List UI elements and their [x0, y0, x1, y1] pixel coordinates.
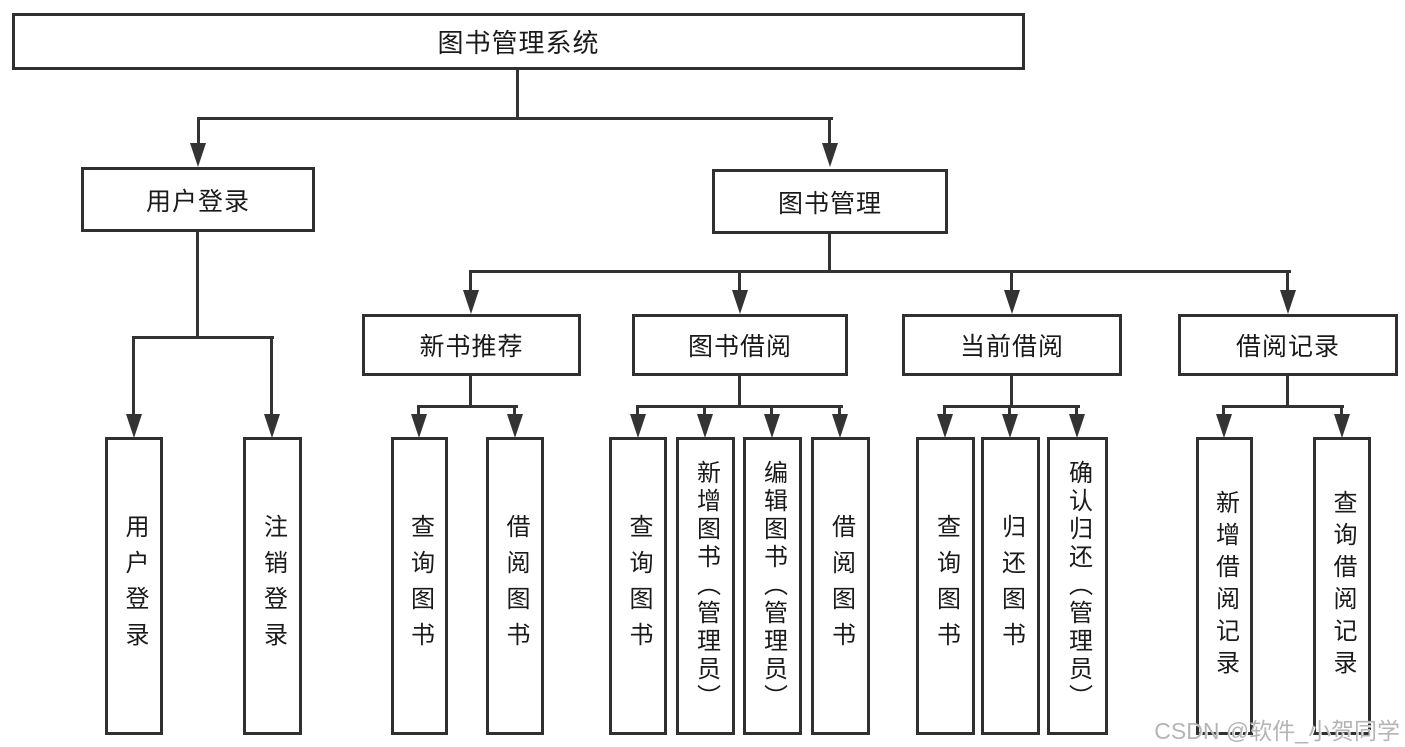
connector-line — [1222, 405, 1225, 418]
connector-line — [1222, 405, 1344, 408]
connector-line — [417, 405, 518, 408]
connector-line — [469, 270, 472, 295]
watermark: CSDN @软件_小贺同学 — [1154, 718, 1400, 744]
node-book-borrowing: 图书借阅 — [632, 314, 848, 376]
connector-line — [738, 375, 741, 408]
node-query-books-current-label: 查询图书 — [932, 514, 960, 658]
node-add-books-admin-label: 新增图书（管理员） — [692, 460, 720, 712]
connector-line — [1008, 405, 1011, 418]
connector-line — [1286, 375, 1289, 408]
node-user-login: 用户登录 — [81, 167, 315, 232]
connector-arrow — [1280, 290, 1296, 314]
node-query-books-recommend-label: 查询图书 — [406, 514, 434, 658]
connector-line — [469, 270, 1291, 273]
node-new-book-recommendation-label: 新书推荐 — [419, 333, 524, 361]
node-logout-action-label: 注销登录 — [259, 514, 287, 658]
connector-line — [703, 405, 706, 418]
node-add-books-admin: 新增图书（管理员） — [676, 437, 735, 735]
connector-arrow — [764, 414, 780, 438]
node-borrow-books-label: 借阅图书 — [827, 514, 855, 658]
node-borrow-books-recommend: 借阅图书 — [486, 437, 544, 735]
connector-line — [197, 117, 200, 147]
node-book-borrowing-label: 图书借阅 — [687, 333, 792, 361]
connector-arrow — [190, 143, 206, 167]
node-logout-action: 注销登录 — [243, 437, 302, 735]
node-new-book-recommendation: 新书推荐 — [362, 314, 581, 376]
node-book-management: 图书管理 — [712, 169, 948, 234]
connector-line — [417, 405, 420, 418]
node-add-borrow-record-label: 新增借阅记录 — [1211, 490, 1239, 682]
node-query-borrow-record: 查询借阅记录 — [1313, 437, 1371, 735]
connector-line — [636, 405, 843, 408]
connector-line — [516, 70, 519, 118]
node-borrow-books: 借阅图书 — [811, 437, 870, 735]
connector-arrow — [1069, 414, 1085, 438]
connector-arrow — [1002, 414, 1018, 438]
connector-arrow — [126, 414, 142, 438]
node-current-borrowing-label: 当前借阅 — [959, 333, 1064, 361]
connector-line — [1286, 270, 1289, 295]
connector-line — [943, 405, 946, 418]
connector-line — [270, 336, 273, 416]
connector-arrow — [463, 290, 479, 314]
connector-arrow — [630, 414, 646, 438]
node-borrowing-records: 借阅记录 — [1178, 314, 1398, 376]
connector-line — [770, 405, 773, 418]
node-query-borrow-record-label: 查询借阅记录 — [1329, 490, 1356, 682]
node-confirm-return-admin-label: 确认归还（管理员） — [1064, 460, 1092, 712]
connector-arrow — [822, 143, 838, 167]
node-edit-books-admin: 编辑图书（管理员） — [743, 437, 802, 735]
connector-line — [197, 117, 833, 120]
connector-line — [943, 405, 1080, 408]
connector-line — [1010, 270, 1013, 295]
connector-line — [132, 336, 274, 339]
node-query-books-current: 查询图书 — [916, 437, 975, 735]
node-edit-books-admin-label: 编辑图书（管理员） — [759, 460, 787, 712]
node-add-borrow-record: 新增借阅记录 — [1196, 437, 1253, 735]
connector-arrow — [411, 414, 427, 438]
connector-arrow — [1216, 414, 1232, 438]
node-query-books-borrow: 查询图书 — [609, 437, 667, 735]
node-library-system-label: 图书管理系统 — [437, 28, 600, 58]
node-query-books-borrow-label: 查询图书 — [625, 514, 652, 658]
connector-arrow — [697, 414, 713, 438]
connector-arrow — [507, 414, 523, 438]
connector-arrow — [937, 414, 953, 438]
node-current-borrowing: 当前借阅 — [902, 314, 1122, 376]
node-return-books: 归还图书 — [981, 437, 1040, 735]
connector-line — [469, 375, 472, 408]
connector-arrow — [264, 414, 280, 438]
node-library-system: 图书管理系统 — [12, 13, 1025, 70]
node-confirm-return-admin: 确认归还（管理员） — [1047, 437, 1108, 735]
connector-line — [1010, 375, 1013, 408]
connector-line — [828, 117, 831, 147]
connector-line — [196, 232, 199, 338]
node-user-login-action-label: 用户登录 — [121, 514, 148, 658]
connector-line — [838, 405, 841, 418]
connector-line — [513, 405, 516, 418]
node-return-books-label: 归还图书 — [997, 514, 1025, 658]
connector-line — [1340, 405, 1343, 418]
connector-line — [1075, 405, 1078, 418]
connector-arrow — [1004, 290, 1020, 314]
connector-line — [828, 234, 831, 273]
node-borrow-books-recommend-label: 借阅图书 — [502, 514, 529, 658]
node-user-login-label: 用户登录 — [145, 187, 250, 216]
node-borrowing-records-label: 借阅记录 — [1235, 333, 1340, 361]
connector-line — [132, 336, 135, 416]
node-book-management-label: 图书管理 — [777, 189, 882, 218]
connector-line — [636, 405, 639, 418]
node-user-login-action: 用户登录 — [105, 437, 163, 735]
node-query-books-recommend: 查询图书 — [391, 437, 448, 735]
connector-line — [738, 270, 741, 295]
connector-arrow — [732, 290, 748, 314]
connector-arrow — [1334, 414, 1350, 438]
connector-arrow — [832, 414, 848, 438]
